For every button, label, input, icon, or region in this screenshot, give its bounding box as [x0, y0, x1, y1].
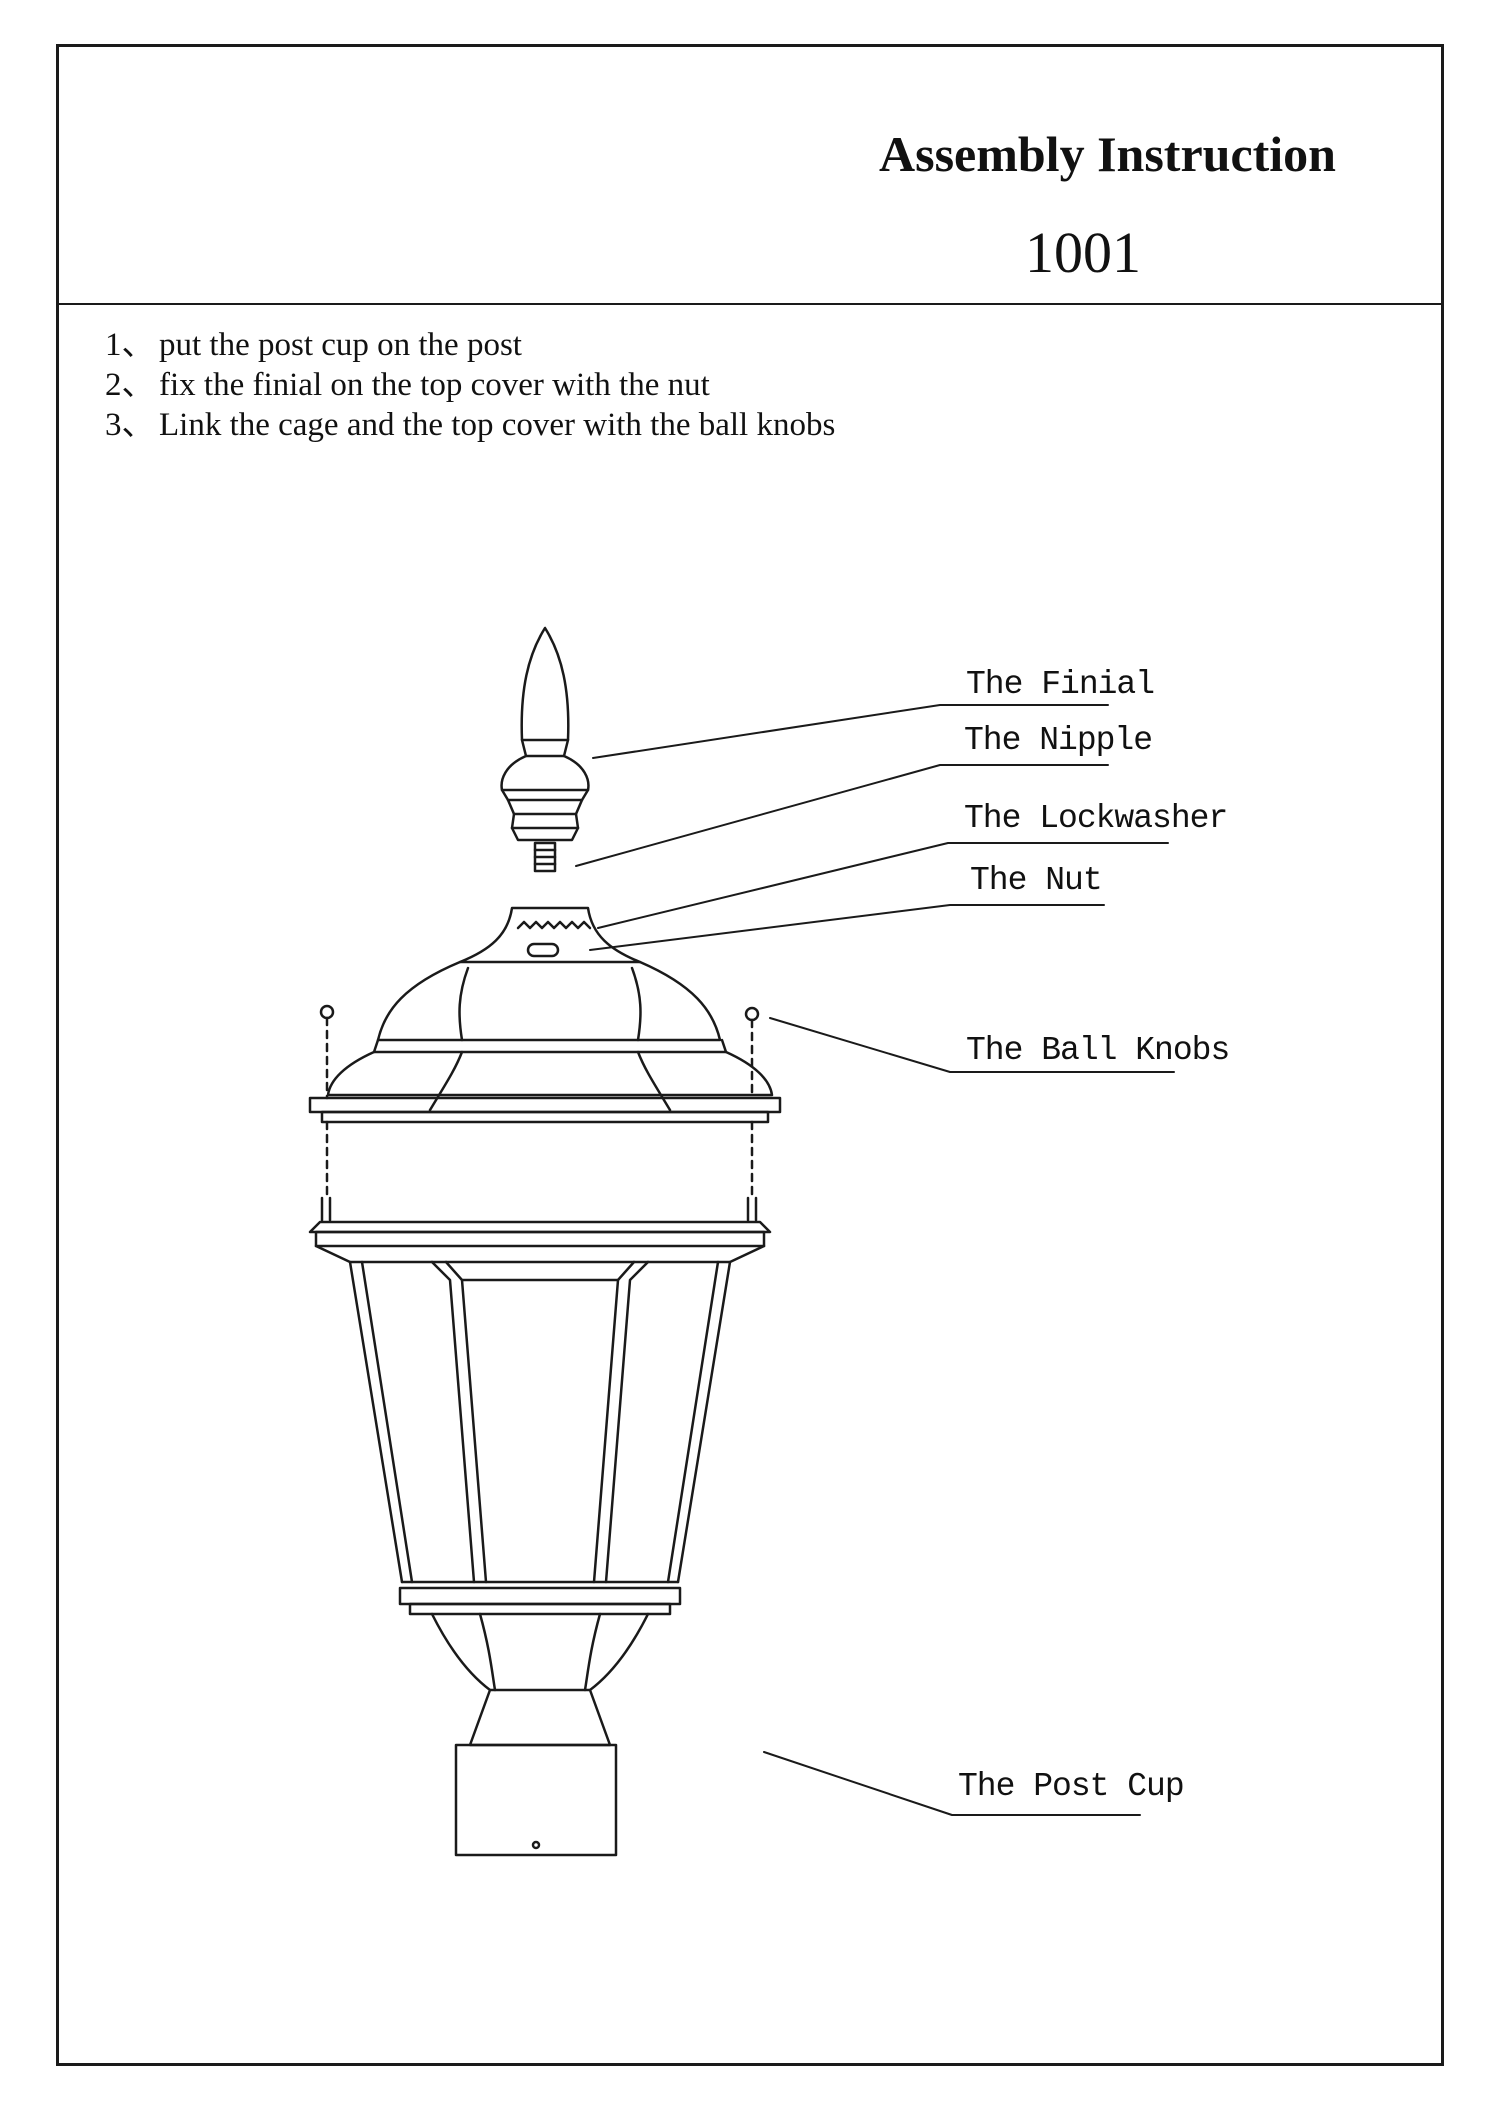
callout-post-cup: The Post Cup	[958, 1768, 1184, 1805]
top-cover-part	[310, 908, 780, 1122]
callout-nut: The Nut	[970, 862, 1102, 899]
callout-ball-knobs: The Ball Knobs	[966, 1032, 1229, 1069]
callout-finial: The Finial	[966, 666, 1154, 703]
post-cup-part	[432, 1614, 648, 1855]
callout-lockwasher: The Lockwasher	[964, 800, 1227, 837]
cage-part	[310, 1222, 770, 1614]
finial-part	[502, 628, 589, 871]
callout-nipple: The Nipple	[964, 722, 1152, 759]
